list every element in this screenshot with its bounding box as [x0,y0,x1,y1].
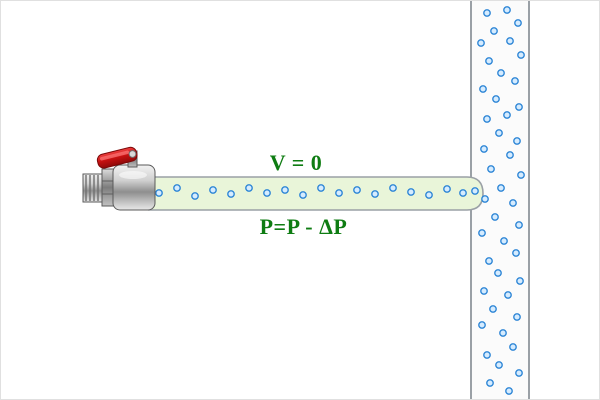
bubble-dot [245,184,253,192]
bubble-dot [492,95,500,103]
bubble-dot [516,277,524,285]
bubble-dot [459,189,467,197]
bubble-dot [491,213,499,221]
pressure-label: P=P - ΔP [259,214,348,239]
bubble-dot [509,343,517,351]
valve-body-highlight [119,171,147,179]
bubble-dot [509,199,517,207]
bubble-dot [487,165,495,173]
bubble-dot [407,188,415,196]
bubble-dot [497,69,505,77]
bubble-dot [443,185,451,193]
bubble-dot [517,171,525,179]
bubble-dot [503,6,511,14]
bubble-dot [281,186,289,194]
bubble-dot [517,51,525,59]
bubble-dot [483,115,491,123]
bubble-dot [191,192,199,200]
bubble-dot [478,321,486,329]
bubble-dot [495,129,503,137]
bubble-dot [506,151,514,159]
bubble-dot [317,184,325,192]
horizontal-pipe [148,176,484,211]
bubble-dot [494,269,502,277]
valve-handle [96,146,138,169]
bubble-dot [514,19,522,27]
velocity-label: V = 0 [269,150,323,175]
bubble-dot [489,305,497,313]
bubble-dot [209,186,217,194]
bubble-dot [504,291,512,299]
bubble-dot [485,57,493,65]
bubble-dot [480,145,488,153]
bubble-dot [173,184,181,192]
bubble-dot [515,369,523,377]
bubble-dot [506,37,514,45]
ball-valve [82,146,156,211]
bubble-dot [389,184,397,192]
bubble-dot [515,103,523,111]
bubble-dot [515,221,523,229]
bubble-dot [371,190,379,198]
bubble-dot [263,189,271,197]
bubble-dot [511,77,519,85]
bubble-dot [481,195,489,203]
bubble-dot [486,379,494,387]
bubble-dot [155,189,163,197]
horizontal-pipe-bubbles [155,184,479,200]
bubble-dot [513,137,521,145]
bubble-dot [299,191,307,199]
bubble-dot [353,186,361,194]
bubble-dot [503,111,511,119]
bubble-dot [497,184,505,192]
bubble-dot [227,190,235,198]
bubble-dot [483,9,491,17]
vertical-pipe-bubbles [477,6,525,395]
bubble-dot [483,351,491,359]
bubble-dot [425,191,433,199]
bubble-dot [500,237,508,245]
valve-handle-screw [128,150,137,158]
bubble-dot [490,27,498,35]
bubble-dot [485,257,493,265]
bubble-dot [335,189,343,197]
bubble-dot [479,85,487,93]
bubble-dot [477,39,485,47]
bubble-dot [505,387,513,395]
bubble-dot [499,329,507,337]
bubble-dot [471,187,479,195]
bubble-dot [478,229,486,237]
bubble-dot [495,361,503,369]
bubble-dot [480,287,488,295]
bubble-dot [512,249,520,257]
bubble-dot [513,313,521,321]
